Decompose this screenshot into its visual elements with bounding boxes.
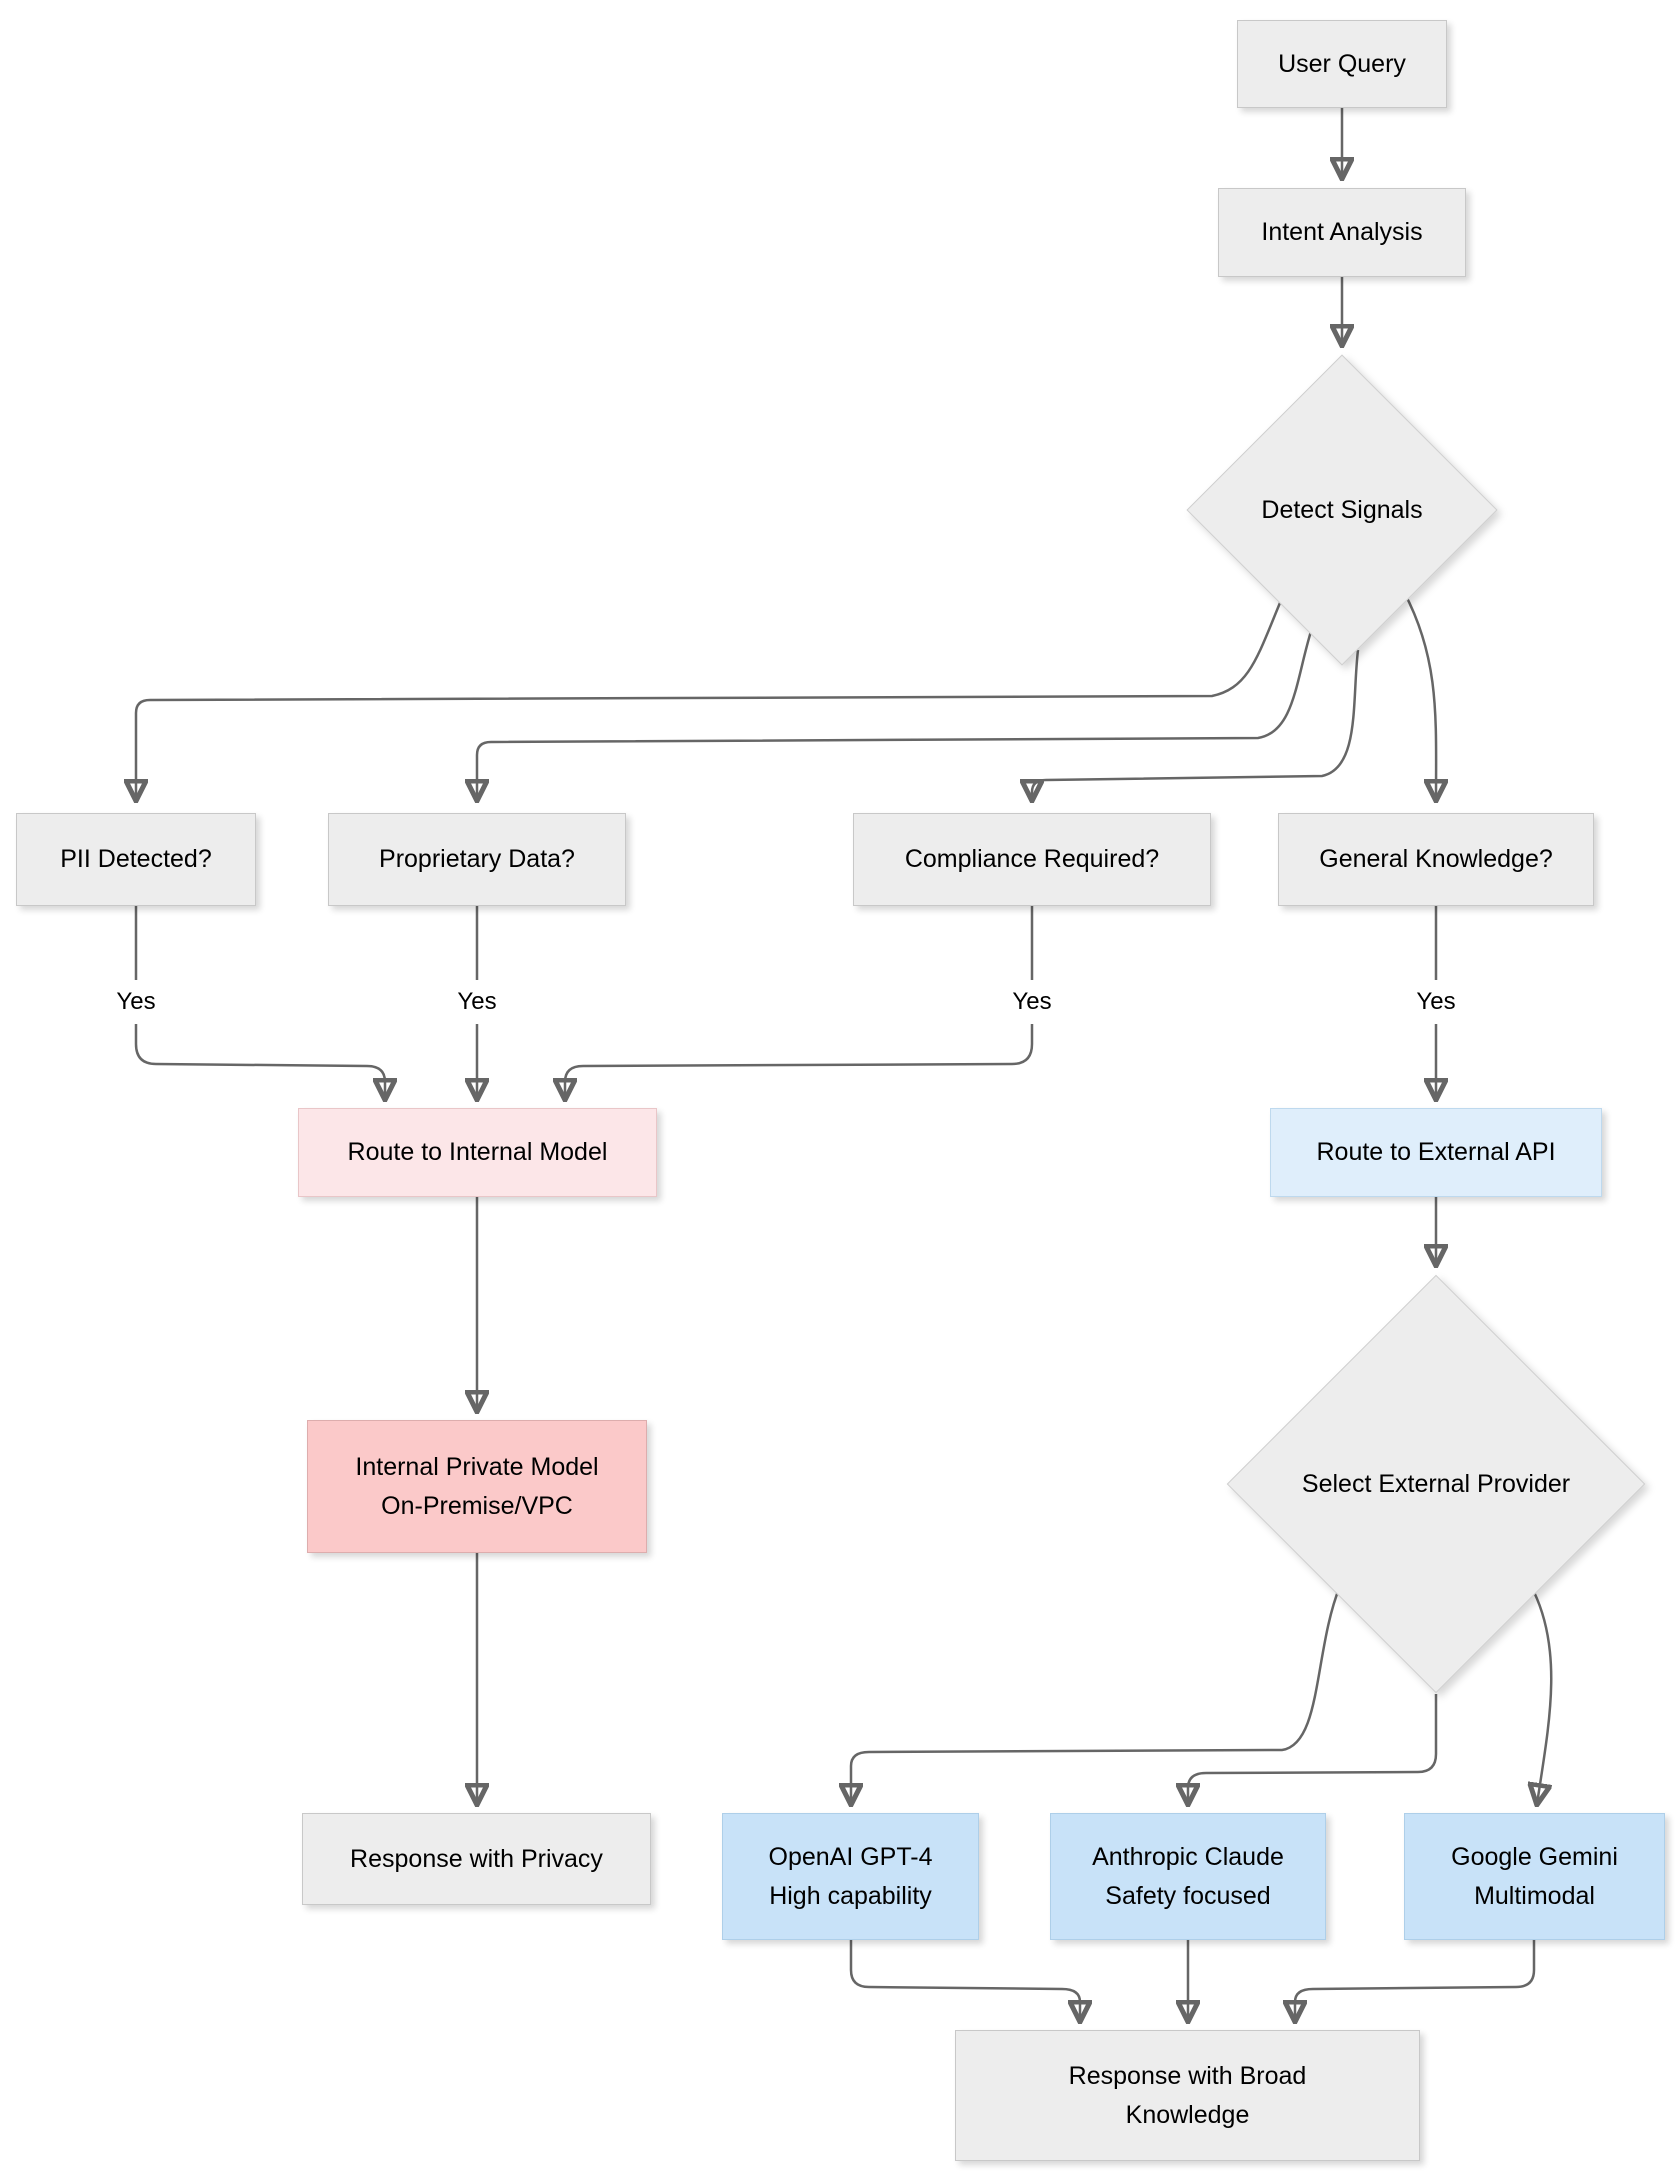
node-response-broad: Response with Broad Knowledge bbox=[955, 2030, 1420, 2161]
edge-openai-to-response-broad bbox=[849, 1940, 1080, 2021]
node-google-gemini-line2: Multimodal bbox=[1474, 1881, 1595, 1910]
node-route-internal-label: Route to Internal Model bbox=[347, 1138, 608, 1167]
edge-label-proprietary-yes: Yes bbox=[437, 980, 517, 1024]
node-anthropic-claude-line2: Safety focused bbox=[1105, 1881, 1271, 1910]
edge-select-provider-to-openai bbox=[851, 1585, 1342, 1804]
node-route-internal: Route to Internal Model bbox=[298, 1108, 657, 1197]
edge-label-general-yes: Yes bbox=[1396, 980, 1476, 1024]
node-pii-detected: PII Detected? bbox=[16, 813, 256, 906]
edge-compliance-yes-to-route-internal bbox=[565, 906, 1034, 1099]
node-detect-signals-label: Detect Signals bbox=[1261, 495, 1423, 524]
node-response-privacy-label: Response with Privacy bbox=[350, 1844, 603, 1873]
node-internal-private-model-line1: Internal Private Model bbox=[355, 1452, 599, 1481]
edge-label-pii-yes: Yes bbox=[96, 980, 176, 1024]
node-pii-detected-label: PII Detected? bbox=[60, 845, 212, 874]
node-response-broad-line1: Response with Broad bbox=[1068, 2061, 1307, 2090]
node-google-gemini-line1: Google Gemini bbox=[1451, 1842, 1618, 1871]
node-openai-gpt4-line2: High capability bbox=[769, 1881, 932, 1910]
node-select-provider-label: Select External Provider bbox=[1301, 1469, 1571, 1498]
edge-select-provider-to-gemini bbox=[1534, 1591, 1553, 1804]
node-internal-private-model-line2: On-Premise/VPC bbox=[381, 1491, 573, 1520]
node-internal-private-model: Internal Private Model On-Premise/VPC bbox=[307, 1420, 647, 1553]
node-compliance-required-label: Compliance Required? bbox=[904, 845, 1160, 874]
node-compliance-required: Compliance Required? bbox=[853, 813, 1211, 906]
node-anthropic-claude-line1: Anthropic Claude bbox=[1092, 1842, 1284, 1871]
node-route-external-label: Route to External API bbox=[1316, 1138, 1556, 1167]
edge-gemini-to-response-broad bbox=[1295, 1940, 1536, 2021]
edge-pii-yes-to-route-internal bbox=[134, 906, 385, 1099]
node-intent-analysis-label: Intent Analysis bbox=[1261, 218, 1423, 247]
node-general-knowledge: General Knowledge? bbox=[1278, 813, 1594, 906]
node-general-knowledge-label: General Knowledge? bbox=[1319, 845, 1553, 874]
node-proprietary-data: Proprietary Data? bbox=[328, 813, 626, 906]
node-route-external: Route to External API bbox=[1270, 1108, 1602, 1197]
node-user-query-label: User Query bbox=[1278, 49, 1406, 78]
edge-label-compliance-yes: Yes bbox=[992, 980, 1072, 1024]
node-user-query: User Query bbox=[1237, 20, 1447, 108]
node-anthropic-claude: Anthropic Claude Safety focused bbox=[1050, 1813, 1326, 1940]
edge-select-provider-to-anthropic bbox=[1188, 1694, 1438, 1804]
edge-detect-signals-to-compliance bbox=[1032, 649, 1360, 800]
node-google-gemini: Google Gemini Multimodal bbox=[1404, 1813, 1665, 1940]
node-openai-gpt4: OpenAI GPT-4 High capability bbox=[722, 1813, 979, 1940]
node-proprietary-data-label: Proprietary Data? bbox=[379, 845, 575, 874]
node-openai-gpt4-line1: OpenAI GPT-4 bbox=[768, 1842, 933, 1871]
edge-detect-signals-to-general bbox=[1402, 591, 1436, 800]
node-response-broad-line2: Knowledge bbox=[1125, 2100, 1250, 2129]
node-response-privacy: Response with Privacy bbox=[302, 1813, 651, 1905]
edge-detect-signals-to-pii bbox=[136, 597, 1284, 800]
edge-detect-signals-to-proprietary bbox=[477, 627, 1314, 800]
node-intent-analysis: Intent Analysis bbox=[1218, 188, 1466, 277]
